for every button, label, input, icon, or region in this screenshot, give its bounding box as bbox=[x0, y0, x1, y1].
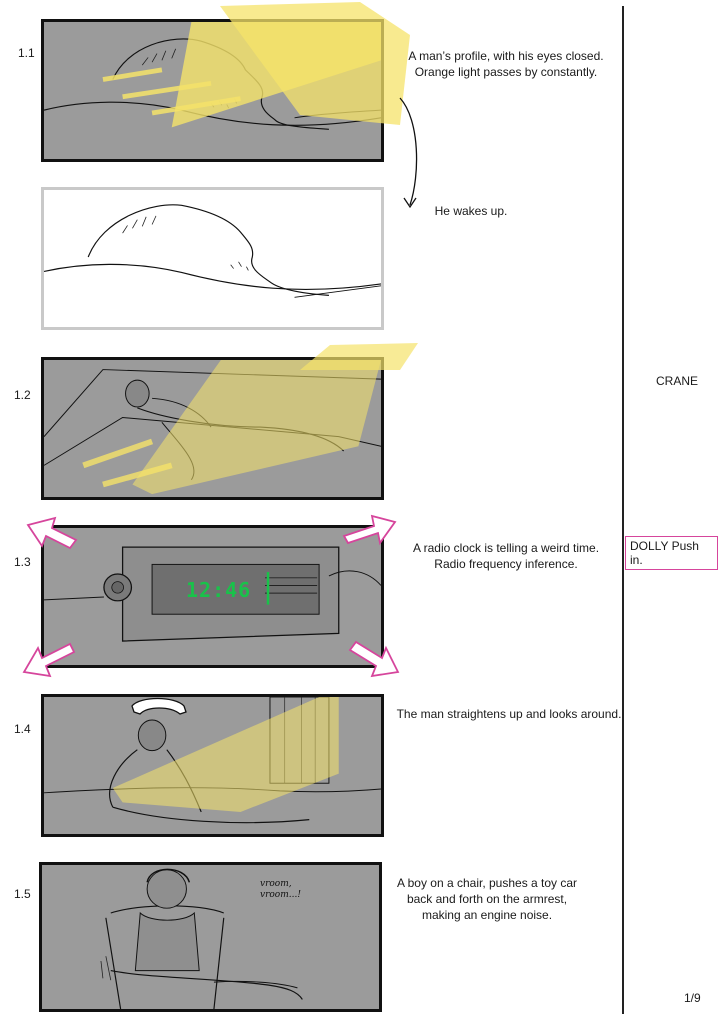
shot-number: 1.3 bbox=[14, 555, 31, 569]
shot-number: 1.5 bbox=[14, 887, 31, 901]
camera-move-crane: CRANE bbox=[656, 374, 699, 388]
sketch-man-sitting-up bbox=[44, 697, 381, 824]
transition-arrow bbox=[399, 97, 418, 206]
storyboard-panel-1-5: vroom, vroom...! bbox=[39, 862, 382, 1012]
storyboard-panel-1-1-wake bbox=[41, 187, 384, 330]
storyboard-panel-1-3: 12:46 bbox=[41, 525, 384, 668]
camera-move-dolly: DOLLY Push in. bbox=[625, 536, 718, 570]
storyboard-panel-1-2 bbox=[41, 357, 384, 500]
shot-description: He wakes up. bbox=[434, 204, 508, 218]
sketch-man-waking bbox=[44, 204, 381, 298]
shot-number: 1.2 bbox=[14, 388, 31, 402]
sketch-radio-clock bbox=[44, 546, 381, 642]
shot-description: A radio clock is telling a weird time. R… bbox=[412, 541, 600, 571]
sketch-sleeping-man bbox=[44, 22, 381, 130]
storyboard-panel-1-1 bbox=[41, 19, 384, 162]
shot-description: A man’s profile, with his eyes closed. O… bbox=[408, 49, 604, 79]
page-number: 1/9 bbox=[684, 991, 701, 1005]
shot-description: The man straightens up and looks around. bbox=[396, 707, 622, 721]
column-divider bbox=[622, 6, 624, 1014]
shot-description: A boy on a chair, pushes a toy car back … bbox=[396, 876, 578, 922]
sketch-boy-on-chair bbox=[100, 868, 303, 1009]
sketch-man-on-bed-top-view bbox=[44, 360, 381, 495]
sound-effect-text: vroom, vroom...! bbox=[260, 879, 301, 900]
storyboard-panel-1-4 bbox=[41, 694, 384, 837]
shot-number: 1.4 bbox=[14, 722, 31, 736]
clock-display: 12:46 bbox=[186, 578, 252, 602]
shot-number: 1.1 bbox=[18, 46, 35, 60]
